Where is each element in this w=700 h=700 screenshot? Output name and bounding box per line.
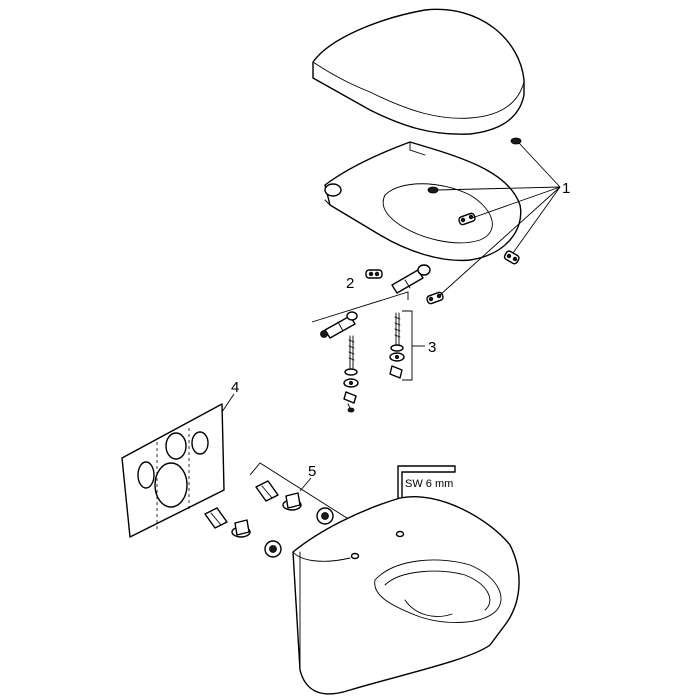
hinge-set <box>311 264 431 339</box>
buffer-pad <box>458 212 476 226</box>
spacer-sleeve <box>231 492 302 538</box>
hex-key-label: SW 6 mm <box>405 478 453 490</box>
bolt-left <box>343 335 359 413</box>
fixing-bolts <box>343 310 425 413</box>
callout-5: 5 <box>308 463 316 480</box>
wall-plug <box>255 480 279 502</box>
bolt-right <box>389 312 405 379</box>
fixing-set <box>204 462 351 558</box>
buffer-pad <box>503 250 520 265</box>
callout-4: 4 <box>231 379 239 396</box>
callout-3: 3 <box>428 339 436 356</box>
hinge-nut <box>365 269 383 279</box>
wall-plug <box>204 507 228 529</box>
seat-ring <box>324 141 522 262</box>
fixing-nut <box>264 507 334 558</box>
wc-pan <box>292 496 520 695</box>
seat-lid <box>312 8 525 135</box>
seat-buffers <box>426 137 522 305</box>
hinge-pin <box>391 264 431 294</box>
callout-1: 1 <box>562 180 570 197</box>
callout-1-leaders <box>436 142 561 296</box>
buffer-pad <box>426 291 444 305</box>
callout-4-leader <box>221 393 235 413</box>
hinge-pin <box>320 311 358 339</box>
mounting-plate <box>121 403 225 538</box>
callout-2: 2 <box>346 275 354 292</box>
